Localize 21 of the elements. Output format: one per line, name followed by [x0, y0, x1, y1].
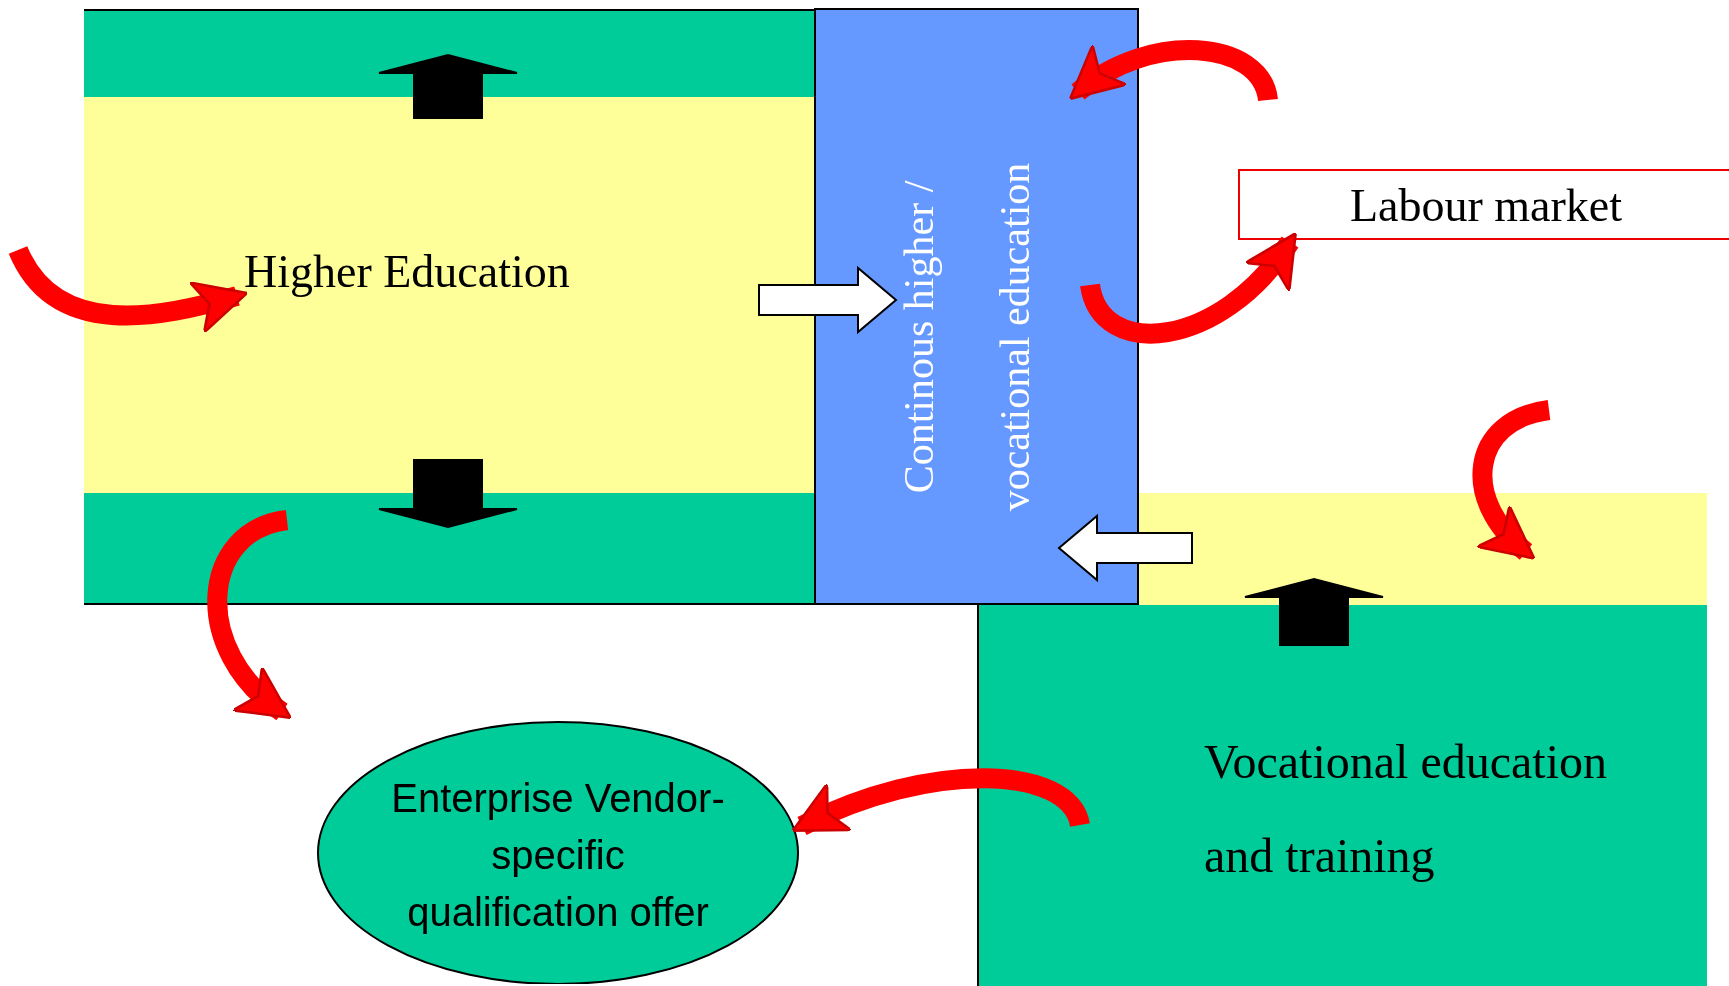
block-arrow	[378, 53, 518, 119]
education-box	[814, 8, 1139, 605]
node-label: Vocational education and training	[1204, 734, 1608, 884]
node-label: Labour market	[1350, 179, 1623, 232]
block-arrow	[378, 459, 518, 529]
curved-arrow	[1472, 400, 1552, 561]
node-label: Enterprise Vendor-specific qualification offer	[390, 775, 726, 936]
education-box	[977, 605, 1707, 986]
curved-arrow	[791, 768, 1090, 836]
band	[84, 9, 814, 97]
block-arrow	[1244, 577, 1384, 646]
block-arrow	[758, 265, 898, 335]
curved-arrow	[9, 245, 249, 334]
label-box	[1238, 169, 1729, 240]
band	[1139, 493, 1707, 605]
curved-arrow	[1068, 40, 1278, 103]
education-box	[84, 97, 814, 493]
block-arrow	[1057, 513, 1193, 583]
node-label: Higher Education	[244, 245, 570, 298]
band	[84, 493, 814, 605]
node-label: Continous higher / vocational education	[894, 161, 1039, 514]
